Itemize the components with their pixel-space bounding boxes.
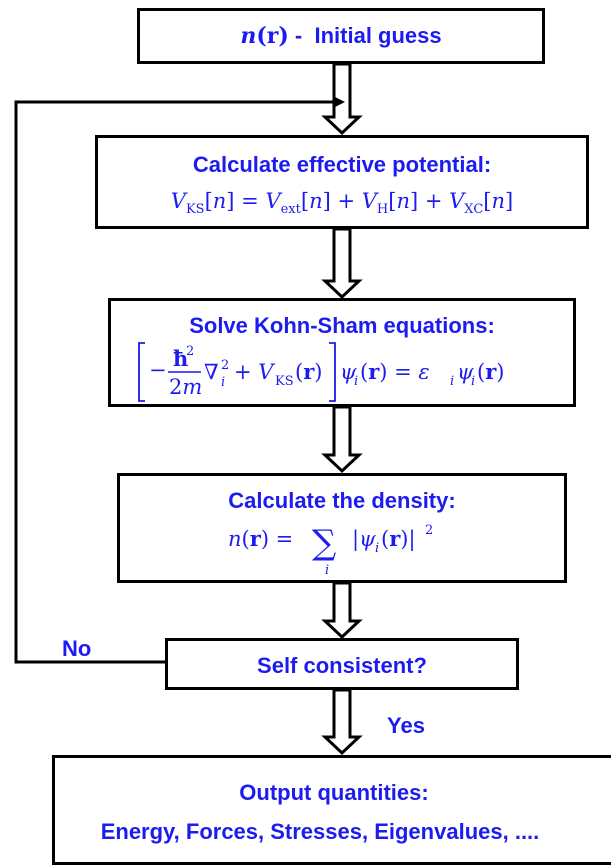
density-box: Calculate the density: n(r) = ∑ i |ψ i (… xyxy=(117,473,567,583)
svg-text:2: 2 xyxy=(425,523,433,538)
svg-text:2: 2 xyxy=(221,358,229,373)
svg-text:|ψ: |ψ xyxy=(352,527,376,552)
self-consistent-box: Self consistent? xyxy=(165,638,519,690)
svg-text:(r) = ε: (r) = ε xyxy=(360,359,430,384)
arrow-consistent-to-output xyxy=(321,688,363,756)
self-consistent-title: Self consistent? xyxy=(257,653,427,678)
arrow-initial-to-potential xyxy=(321,62,363,136)
effective-potential-title: Calculate effective potential: xyxy=(192,152,492,177)
density-symbol: n(r) xyxy=(240,23,289,49)
effective-potential-box: Calculate effective potential: VKS[n] = … xyxy=(95,135,589,229)
feedback-loop-line xyxy=(14,100,333,664)
initial-guess-dash: - xyxy=(294,23,309,48)
svg-text:+ V: + V xyxy=(234,360,275,384)
kohn-sham-title: Solve Kohn-Sham equations: xyxy=(189,313,495,338)
svg-text:−: − xyxy=(149,358,167,382)
svg-text:ħ: ħ xyxy=(173,346,188,371)
initial-guess-title: Initial guess xyxy=(314,23,442,48)
svg-text:ψ: ψ xyxy=(340,360,357,384)
yes-label: Yes xyxy=(387,713,425,738)
initial-guess-line: n(r) - Initial guess xyxy=(140,23,542,49)
svg-text:2m: 2m xyxy=(169,375,202,399)
svg-text:n(r) =: n(r) = xyxy=(228,526,293,551)
svg-text:(r)|: (r)| xyxy=(381,526,416,552)
density-title: Calculate the density: xyxy=(228,488,456,513)
arrow-potential-to-kohn-sham xyxy=(321,227,363,300)
loop-arrow-head xyxy=(333,96,345,108)
svg-text:i: i xyxy=(221,375,225,390)
kohn-sham-box: Solve Kohn-Sham equations: − ħ 2 2m ∇ 2 … xyxy=(108,298,576,407)
svg-text:i: i xyxy=(450,374,454,389)
no-label: No xyxy=(62,636,92,661)
kohn-sham-equation: − ħ 2 2m ∇ 2 i + V KS (r) ψ i (r) = ε i … xyxy=(138,342,504,402)
svg-text:i: i xyxy=(375,541,379,556)
svg-text:∑: ∑ xyxy=(312,523,336,563)
svg-text:2: 2 xyxy=(186,344,194,359)
svg-text:ψ: ψ xyxy=(457,360,474,384)
svg-text:(r): (r) xyxy=(477,359,504,384)
initial-guess-box: n(r) - Initial guess xyxy=(137,8,545,64)
output-title: Output quantities: xyxy=(239,780,429,805)
output-subtitle: Energy, Forces, Stresses, Eigenvalues, .… xyxy=(100,819,540,844)
svg-text:(r): (r) xyxy=(295,359,322,384)
svg-text:KS: KS xyxy=(275,374,294,389)
arrow-kohn-sham-to-density xyxy=(321,405,363,474)
density-equation: n(r) = ∑ i |ψ i (r)| 2 xyxy=(228,523,433,578)
effective-potential-equation: VKS[n] = Vext[n] + VH[n] + VXC[n] xyxy=(170,189,514,218)
svg-text:i: i xyxy=(325,563,329,578)
svg-text:i: i xyxy=(471,374,475,389)
arrow-density-to-consistent xyxy=(321,581,363,640)
output-box: Output quantities: Energy, Forces, Stres… xyxy=(52,755,611,865)
svg-text:i: i xyxy=(354,374,358,389)
svg-text:∇: ∇ xyxy=(204,360,219,384)
